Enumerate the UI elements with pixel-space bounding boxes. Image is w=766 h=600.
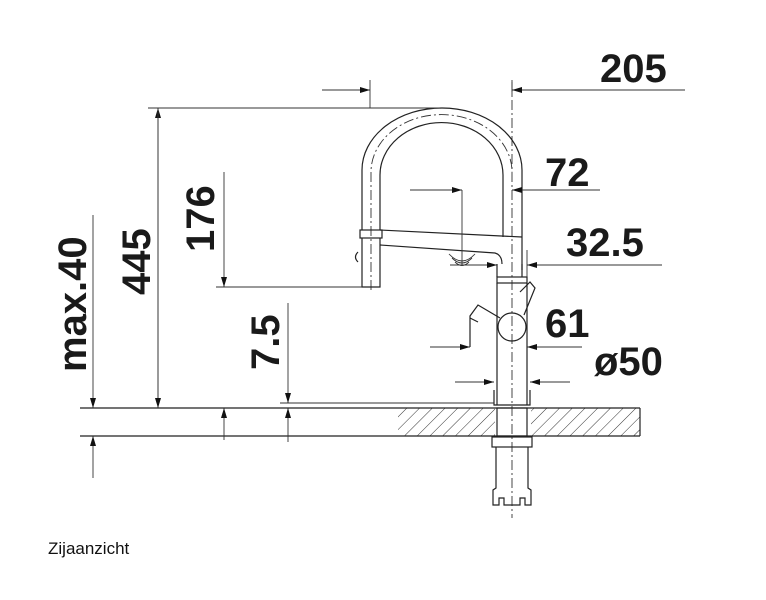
countertop bbox=[80, 407, 641, 437]
lever-ball bbox=[497, 312, 527, 342]
body-offset-label: 32.5 bbox=[566, 221, 644, 265]
dimension-counter-thickness: max.40 bbox=[51, 215, 96, 478]
dimension-reach: 205 bbox=[322, 47, 685, 108]
base-diameter-label: ø50 bbox=[594, 340, 663, 384]
dimension-lever-width: 61 bbox=[430, 302, 590, 350]
dimension-total-height: 445 bbox=[115, 107, 440, 408]
dimension-base-height: 7.5 bbox=[244, 303, 494, 442]
sensor-offset-label: 72 bbox=[545, 151, 590, 195]
counter-thickness-label: max.40 bbox=[51, 236, 95, 372]
reach-label: 205 bbox=[600, 47, 667, 91]
horizontal-arm bbox=[379, 229, 523, 265]
spray-head bbox=[361, 238, 381, 288]
faucet bbox=[354, 107, 536, 506]
base-height-label: 7.5 bbox=[244, 314, 288, 370]
dimension-body-offset: 32.5 bbox=[450, 221, 662, 277]
lever-width-label: 61 bbox=[545, 302, 590, 346]
tailpiece bbox=[492, 447, 532, 506]
outlet-height-label: 176 bbox=[179, 185, 223, 252]
spout-arc bbox=[361, 107, 523, 270]
dimension-outlet-height: 176 bbox=[179, 172, 362, 440]
lever bbox=[469, 281, 536, 347]
total-height-label: 445 bbox=[115, 228, 159, 295]
dimension-base-diameter: ø50 bbox=[455, 340, 663, 385]
dimension-sensor-offset: 72 bbox=[410, 151, 600, 266]
view-caption: Zijaanzicht bbox=[48, 539, 130, 558]
